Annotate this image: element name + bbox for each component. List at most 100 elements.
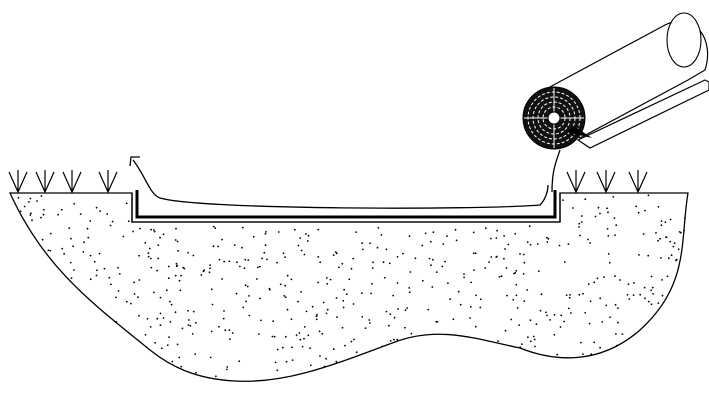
soil-dot [63,252,65,255]
soil-dot [176,240,179,243]
soil-dot [343,288,345,291]
soil-dot [459,303,462,306]
soil-dot [223,260,226,263]
soil-dot [146,317,149,320]
soil-dot [221,238,224,241]
soil-dot [57,213,59,216]
soil-dot [183,267,186,270]
soil-dot [605,304,608,307]
soil-dot [473,269,475,271]
soil-dot [210,330,213,333]
soil-dot [203,269,206,272]
soil-dot [297,300,299,303]
soil-dot [644,297,646,300]
soil-dot [522,273,525,275]
soil-dot [284,335,287,338]
soil-dot [169,321,172,323]
soil-dot [157,257,160,260]
soil-dot [496,255,498,258]
soil-dot [29,197,32,200]
soil-dot [153,229,155,231]
soil-dot [500,275,503,278]
soil-dot [614,275,616,278]
soil-dot [311,305,314,308]
soil-dot [17,196,20,199]
soil-dot [523,300,526,302]
soil-dot [231,332,234,334]
soil-dot [580,221,583,223]
soil-dot [515,283,518,286]
soil-dot [117,266,119,269]
soil-dot [36,200,38,202]
soil-dot [512,298,515,301]
soil-dot [271,335,274,338]
soil-dot [472,231,475,234]
soil-dot [93,260,96,263]
soil-dot [587,238,589,241]
soil-dot [534,345,536,348]
soil-dot [72,245,74,248]
soil-dot [432,258,434,261]
soil-dot [404,309,407,312]
soil-dot [428,257,431,260]
soil-dot [132,230,135,233]
soil-dot [589,242,591,244]
soil-dot [174,274,177,277]
soil-dot [266,258,268,261]
soil-dot [396,282,399,284]
soil-dot [474,252,477,255]
liner-sheet [135,190,557,219]
soil-dot [218,258,221,261]
soil-dot [553,313,556,316]
soil-dot [153,230,156,233]
soil-dot [159,312,162,315]
soil-dot [539,309,542,312]
soil-dot [70,237,72,240]
soil-dot [174,239,177,241]
soil-dot [369,242,371,245]
soil-dot [619,279,621,281]
soil-dot [297,244,300,247]
soil-dot [504,248,506,250]
grass-tufts-left [8,170,118,194]
soil-dot [195,371,197,374]
soil-dot [180,274,182,277]
soil-dot [73,202,76,205]
soil-dot [650,303,653,306]
soil-dot [233,244,236,247]
soil-dot [127,220,130,223]
soil-dot [286,274,289,277]
soil-dot [568,296,571,299]
soil-dot [396,256,399,258]
soil-dot [441,265,444,268]
roll-end-outline [666,12,702,68]
soil-dot [669,240,672,243]
soil-dot [239,265,241,268]
soil-dot [651,286,654,289]
soil-dot [291,346,293,349]
soil-dot [228,329,231,331]
soil-dot [47,249,50,252]
soil-dot [148,247,151,250]
soil-dot [244,284,247,287]
soil-dot [133,281,136,284]
soil-dot [675,258,678,261]
soil-dot [472,252,475,255]
soil-dot [300,249,303,252]
soil-dot [307,234,310,237]
soil-dot [236,261,238,264]
soil-dot [657,239,659,242]
soil-dot [593,281,596,284]
soil-dot [515,270,518,272]
soil-dot [370,292,372,295]
soil-dot [61,247,64,250]
soil-dot [495,237,498,239]
soil-dot [178,356,181,359]
soil-dot [325,312,328,315]
soil-dot [594,215,597,218]
soil-dot [526,289,529,291]
soil-dot [200,274,203,276]
soil-dot [336,316,338,318]
soil-dot [361,292,363,294]
soil-dot [96,269,98,272]
